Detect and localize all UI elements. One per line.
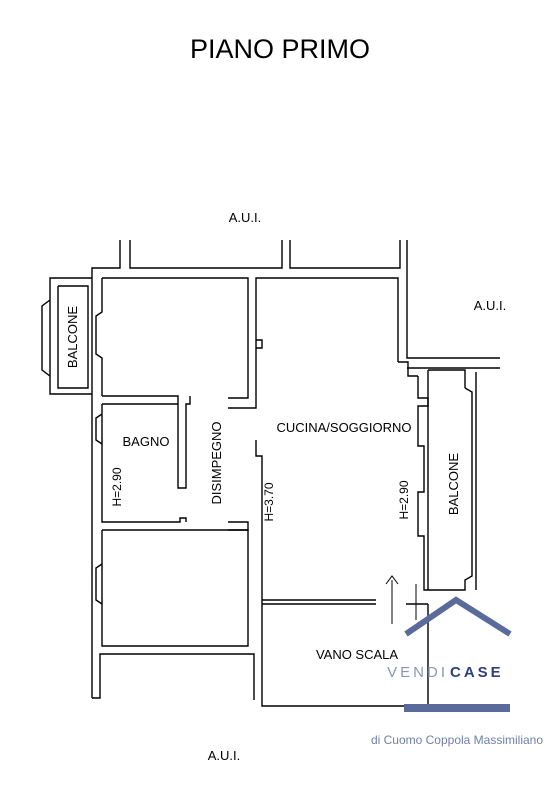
room-label-cucina-soggiorno: CUCINA/SOGGIORNO <box>276 420 411 435</box>
neighbor-label-bottom: A.U.I. <box>208 748 241 763</box>
height-label-bagno: H=2.90 <box>110 467 124 506</box>
logo-underline <box>404 704 510 712</box>
plan-title: PIANO PRIMO <box>190 34 370 64</box>
room-label-balcone-right: BALCONE <box>446 453 461 515</box>
room-label-disimpegno: DISIMPEGNO <box>209 421 224 504</box>
walls <box>41 240 500 707</box>
height-label-cucina: H=2.90 <box>397 480 411 519</box>
room-label-vano-scala: VANO SCALA <box>316 647 398 662</box>
neighbor-label-right: A.U.I. <box>474 298 507 313</box>
room-label-balcone-left: BALCONE <box>65 306 80 368</box>
logo-text-case: CASE <box>450 664 504 681</box>
logo-tagline: di Cuomo Coppola Massimiliano <box>371 733 543 747</box>
vendicase-logo: VENDI CASE <box>387 596 512 712</box>
neighbor-label-top: A.U.I. <box>229 210 262 225</box>
logo-roof <box>404 596 512 637</box>
logo-text-vendi: VENDI <box>387 664 448 681</box>
room-label-bagno: BAGNO <box>123 434 170 449</box>
height-label-disimpegno: H=3.70 <box>262 482 276 521</box>
